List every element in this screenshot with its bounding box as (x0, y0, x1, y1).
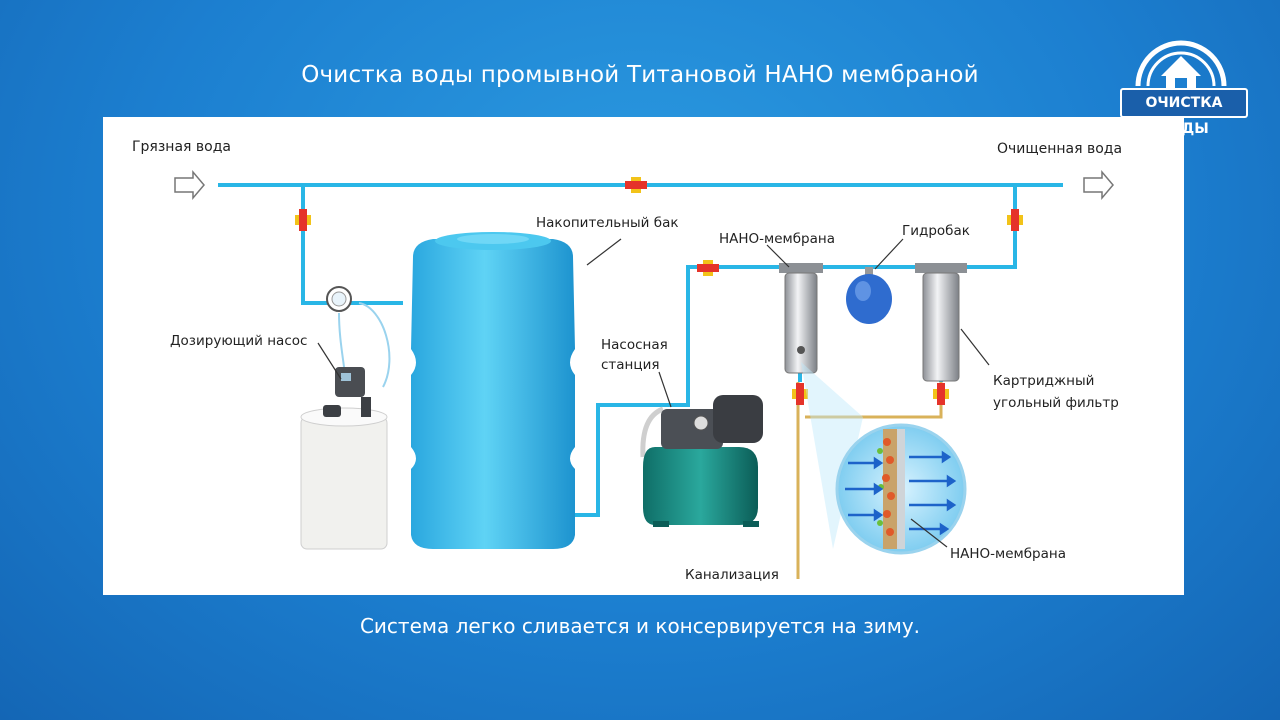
pump-station-label-line1: Насосная (601, 337, 668, 353)
dirty-water-label: Грязная вода (132, 139, 231, 155)
page-title: Очистка воды промывной Титановой НАНО ме… (301, 62, 979, 88)
carbon-filter-icon (915, 263, 967, 382)
water-meter-icon (326, 286, 352, 312)
nano-membrane-housing-icon (779, 263, 823, 374)
system-diagram (174, 169, 1114, 579)
valve-icon (792, 383, 808, 405)
logo-text: ОЧИСТКА ВОДЫ (1120, 88, 1248, 137)
logo-house-icon (1135, 40, 1227, 90)
dosing-pump-icon (323, 367, 371, 417)
dosing-container-icon (300, 407, 388, 550)
pump-station-icon (640, 395, 763, 527)
dosing-branch-pipe (301, 185, 403, 305)
valve-icon (697, 260, 719, 276)
leader-lines (317, 238, 990, 548)
storage-tank-label: Накопительный бак (536, 215, 679, 231)
valve-icon (1007, 209, 1023, 231)
dosing-pump-label: Дозирующий насос (170, 333, 308, 349)
nano-membrane-bottom-label: НАНО-мембрана (950, 546, 1066, 562)
valve-icon (295, 209, 311, 231)
outlet-arrow-icon (1083, 169, 1114, 201)
carbon-filter-label-line2: угольный фильтр (993, 395, 1119, 411)
valve-icon (933, 383, 949, 405)
inlet-arrow-icon (174, 169, 205, 201)
hydro-tank-label: Гидробак (902, 223, 970, 239)
membrane-zoom-icon (835, 423, 967, 555)
valve-icon (625, 177, 647, 193)
diagram-panel: Грязная вода Очищенная вода Накопительны… (103, 117, 1184, 595)
clean-water-label: Очищенная вода (997, 141, 1123, 157)
hydro-tank-icon (846, 267, 892, 324)
tank-to-pump-pipe (575, 385, 690, 517)
caption: Система легко сливается и консервируется… (359, 614, 921, 638)
zoom-cone (801, 362, 863, 549)
pump-station-label-line2: станция (601, 357, 660, 373)
storage-tank-icon (411, 232, 575, 549)
sewer-label: Канализация (685, 567, 779, 583)
carbon-filter-label-line1: Картриджный (993, 373, 1095, 389)
nano-membrane-top-label: НАНО-мембрана (719, 231, 835, 247)
